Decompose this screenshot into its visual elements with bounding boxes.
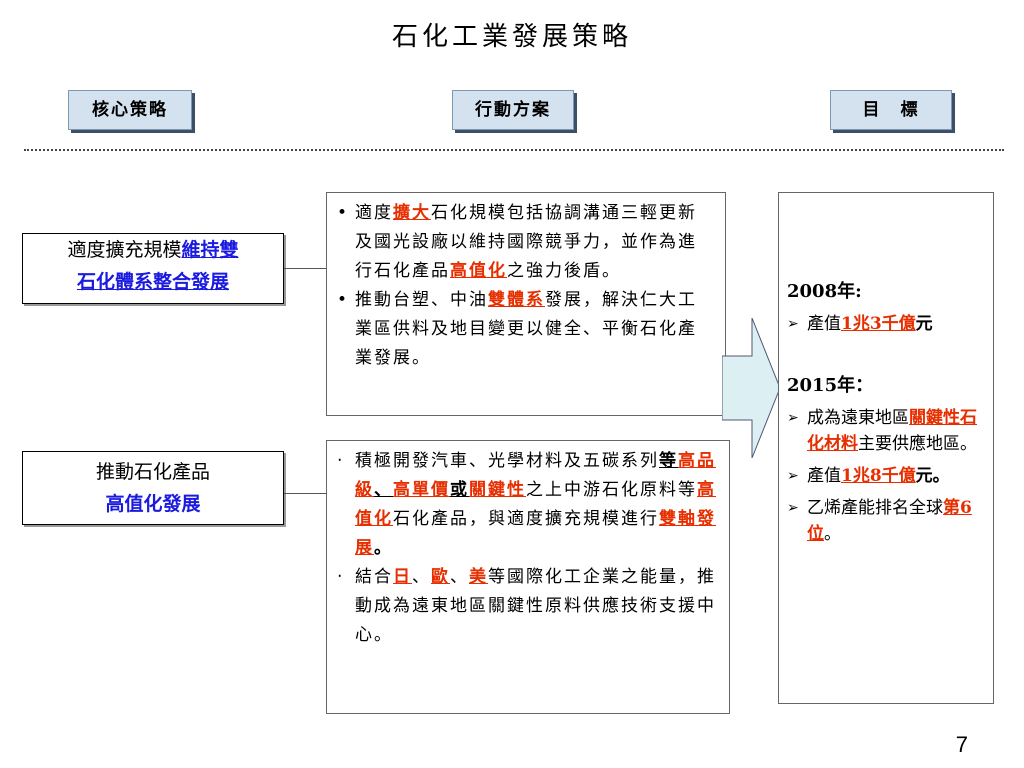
- connector-line-2: [284, 493, 326, 494]
- highlight: 雙軸發展: [355, 509, 716, 558]
- highlight: 日: [393, 567, 412, 587]
- header-core-strategy: 核心策略: [68, 90, 192, 130]
- text: 成為遠東地區: [807, 408, 909, 428]
- emphasis: 或: [450, 480, 469, 500]
- text: 石化規模包括協調溝通三輕更新及國光設廠以維持國際競爭力，並作為進行石化產品: [355, 203, 697, 281]
- core2-line-2: 高值化發展: [105, 493, 201, 515]
- core-strategy-box-1: 適度擴充規模維持雙 石化體系整合發展: [22, 233, 284, 304]
- arrow-bullet-icon: ➢: [787, 468, 799, 484]
- action1-item-2: •推動台塑、中油雙體系發展，解決仁大工業區供料及地目變更以健全、平衡石化產業發展…: [337, 286, 715, 373]
- bullet-icon: ‧: [337, 567, 345, 587]
- highlight: 擴大: [393, 203, 431, 223]
- connector-line-1: [284, 268, 326, 269]
- text: 結合: [355, 567, 393, 587]
- header-action-plan: 行動方案: [452, 90, 574, 130]
- text: 、: [412, 567, 431, 587]
- highlight: 高品級: [355, 451, 716, 500]
- arrow-bullet-icon: ➢: [787, 316, 799, 332]
- text: 。: [824, 524, 841, 544]
- text: 元。: [915, 466, 950, 486]
- core2-line-1: 推動石化產品: [95, 461, 210, 483]
- emphasis: 等: [659, 451, 678, 471]
- text: 元: [915, 314, 933, 334]
- core1-prefix: 適度擴充規模: [67, 239, 182, 261]
- page-number: 7: [955, 732, 968, 757]
- highlight: 雙體系: [488, 290, 545, 310]
- text: 產值: [807, 314, 841, 334]
- core-strategy-box-2: 推動石化產品 高值化發展: [22, 451, 284, 525]
- goal-item-2: ➢ 成為遠東地區關鍵性石化材料主要供應地區。: [787, 405, 985, 457]
- action2-item-1: ‧ 積極開發汽車、光學材料及五碳系列等高品級、高單價或關鍵性之上中游石化原料等高值…: [337, 447, 719, 563]
- highlight: 高值化: [450, 261, 507, 281]
- action2-item-2: ‧結合日、歐、美等國際化工企業之能量，推動成為遠東地區關鍵性原料供應技術支援中心…: [337, 563, 719, 650]
- highlight: 高單價: [393, 480, 450, 500]
- action1-item-1: •適度擴大石化規模包括協調溝通三輕更新及國光設廠以維持國際競爭力，並作為進行石化…: [337, 199, 715, 286]
- text: 。: [374, 538, 393, 558]
- goal-item-1: ➢ 產值1兆3千億元: [787, 311, 985, 337]
- text: 產值: [807, 466, 841, 486]
- highlight: 歐: [431, 567, 450, 587]
- core1-blue-1: 維持雙: [181, 239, 239, 261]
- right-arrow-icon: [722, 318, 781, 458]
- text: 石化產品，與適度擴充規模進行: [393, 509, 659, 529]
- text: 積極開發汽車、光學材料及五碳系列: [355, 451, 659, 471]
- action-box-1: •適度擴大石化規模包括協調溝通三輕更新及國光設廠以維持國際競爭力，並作為進行石化…: [326, 192, 726, 416]
- highlight: 第6位: [807, 498, 972, 544]
- goal-year-2008: 2008年:: [787, 281, 862, 302]
- bullet-icon: •: [337, 203, 350, 223]
- highlight: 高值化: [355, 480, 716, 529]
- header-goal: 目 標: [830, 90, 952, 130]
- text: 之強力後盾。: [507, 261, 621, 281]
- text: 發展，解決仁大工業區供料及地目變更以健全、平衡石化產業發展。: [355, 290, 697, 368]
- action-box-2: ‧積極開發汽車、光學材料及五碳系列等高品級、高單價或關鍵性之上中游石化原料等高值…: [326, 440, 730, 714]
- emphasis: 、: [374, 480, 393, 500]
- bullet-icon: •: [337, 290, 350, 310]
- text: 之上中游石化原料等: [526, 480, 697, 500]
- goal-item-4: ➢ 乙烯產能排名全球第6位。: [787, 495, 985, 547]
- highlight: 美: [469, 567, 488, 587]
- goal-box: 2008年: ➢產值1兆3千億元 2015年： ➢成為遠東地區關鍵性石化材料主要…: [778, 192, 994, 704]
- text: 乙烯產能排名全球: [807, 498, 943, 518]
- dotted-divider: [24, 149, 1004, 151]
- goal-year-2015: 2015年：: [787, 375, 874, 396]
- text: 等國際化工企業之能量，推動成為遠東地區關鍵性原料供應技術支援中心。: [355, 567, 716, 645]
- goal-item-3: ➢ 產值1兆8千億元。: [787, 463, 985, 489]
- text: 推動台塑、中油: [355, 290, 488, 310]
- core1-blue-2: 石化體系整合發展: [76, 271, 229, 293]
- arrow-bullet-icon: ➢: [787, 410, 799, 426]
- bullet-icon: ‧: [337, 451, 345, 471]
- highlight: 1兆3千億: [841, 314, 916, 334]
- highlight: 1兆8千億: [841, 466, 916, 486]
- highlight: 關鍵性石化材料: [807, 408, 977, 454]
- text: 適度: [355, 203, 393, 223]
- slide-title: 石化工業發展策略: [391, 22, 632, 52]
- highlight: 關鍵性: [469, 480, 526, 500]
- text: 主要供應地區。: [858, 434, 977, 454]
- arrow-bullet-icon: ➢: [787, 500, 799, 516]
- text: 、: [450, 567, 469, 587]
